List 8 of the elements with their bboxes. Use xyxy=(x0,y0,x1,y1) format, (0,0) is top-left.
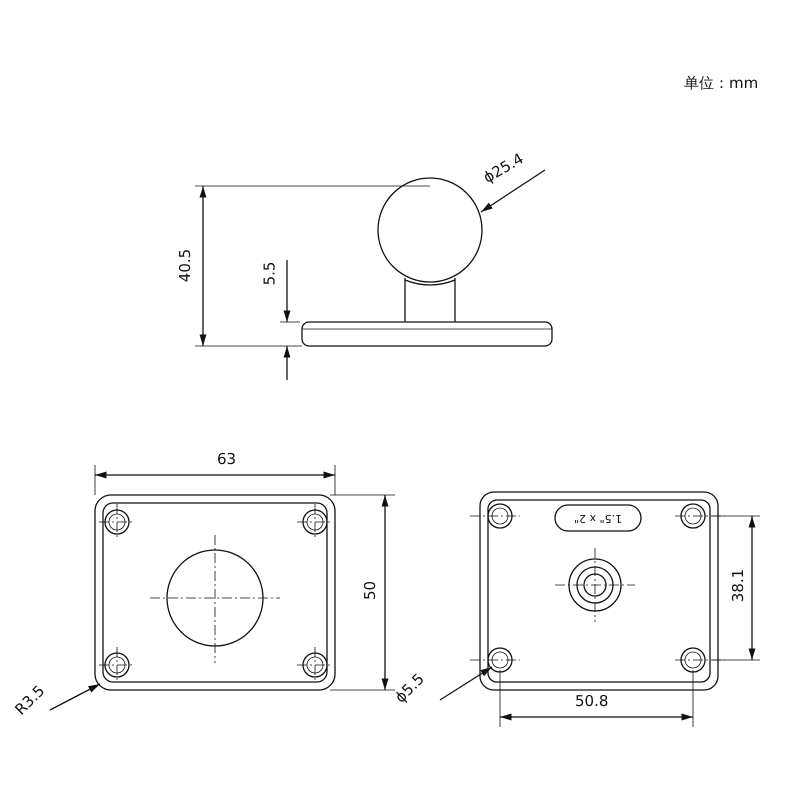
embossed-text: 1.5" x 2" xyxy=(574,512,622,524)
dimension-label: 63 xyxy=(217,452,236,467)
unit-note: 单位：mm xyxy=(684,76,758,91)
dimension-label: 40.5 xyxy=(178,248,193,282)
dimension-label: 38.1 xyxy=(730,568,746,602)
dimension-label: 5.5 xyxy=(262,261,278,285)
dimension-label: 50 xyxy=(362,580,378,600)
dimension-label: 50.8 xyxy=(575,694,608,709)
